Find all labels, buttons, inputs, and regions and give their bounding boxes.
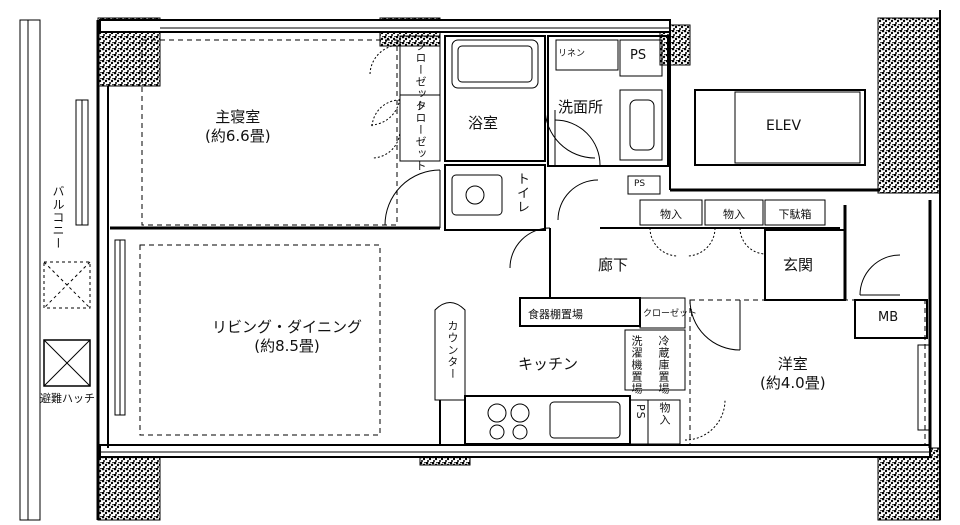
- entrance-area: [764, 205, 901, 301]
- fridge-space-label: 冷蔵庫置場: [657, 335, 670, 395]
- closets: [369, 35, 441, 162]
- ps-top-label: PS: [630, 48, 647, 63]
- living-dining-name: リビング・ダイニング: [212, 318, 363, 336]
- ps-kitchen-label: PS: [634, 404, 647, 420]
- linen-label: リネン: [558, 49, 586, 59]
- storage-1-label: 物入: [660, 208, 682, 221]
- closet-1-label: クローゼット: [414, 40, 427, 112]
- ps-small-label: PS: [634, 179, 646, 189]
- closet-small-label: クローゼット: [643, 309, 698, 319]
- column-bottom-right: [877, 447, 941, 521]
- bath-room: [444, 35, 546, 162]
- master-bedroom-size: (約6.6畳): [205, 126, 271, 145]
- closet-2-label: クローゼット: [414, 100, 427, 172]
- master-bedroom-label: 主寝室 (約6.6畳): [205, 108, 271, 146]
- shoe-storage-label: 下駄箱: [778, 208, 812, 221]
- entrance-label: 玄関: [783, 256, 814, 274]
- western-room: [689, 299, 926, 446]
- column-top-right: [877, 17, 941, 194]
- toilet-label: トイレ: [514, 172, 529, 214]
- storage-2-label: 物入: [723, 208, 745, 221]
- counter-label: カウンター: [446, 320, 459, 380]
- washer-space-label: 洗濯機置場: [630, 335, 643, 395]
- balcony-label: バルコニー: [51, 185, 65, 250]
- hallway-label: 廊下: [598, 256, 629, 274]
- windows-left: [75, 99, 931, 431]
- master-bedroom-name: 主寝室: [215, 108, 261, 126]
- elevator-label: ELEV: [766, 118, 802, 134]
- balcony-area: [19, 19, 91, 521]
- western-room-label: 洋室 (約4.0畳): [760, 355, 826, 393]
- outer-walls: [96, 10, 941, 520]
- bath-label: 浴室: [468, 114, 499, 132]
- living-dining-label: リビング・ダイニング (約8.5畳): [212, 318, 362, 356]
- master-bedroom-outline: [141, 39, 398, 226]
- storage-row: [509, 199, 840, 298]
- toilet-room: [444, 164, 546, 231]
- doors: [384, 107, 599, 228]
- column-bottom-left: [97, 447, 161, 521]
- evac-hatch-label: 避難ハッチ: [40, 392, 95, 405]
- kitchen-label: キッチン: [518, 355, 579, 373]
- ps-small-box: [627, 175, 661, 195]
- living-dining-size: (約8.5畳): [254, 336, 320, 355]
- appliance-space-label: 食器棚置場: [528, 308, 583, 321]
- wash-room: [547, 35, 669, 167]
- storage-3-label: 物入: [658, 402, 671, 426]
- western-room-size: (約4.0畳): [760, 373, 826, 392]
- mb-label: MB: [878, 310, 899, 325]
- washroom-label: 洗面所: [558, 98, 604, 116]
- kitchen-area: [434, 297, 726, 445]
- western-room-name: 洋室: [777, 355, 808, 373]
- living-dining-outline: [139, 244, 381, 436]
- elevator-shaft: [694, 89, 866, 166]
